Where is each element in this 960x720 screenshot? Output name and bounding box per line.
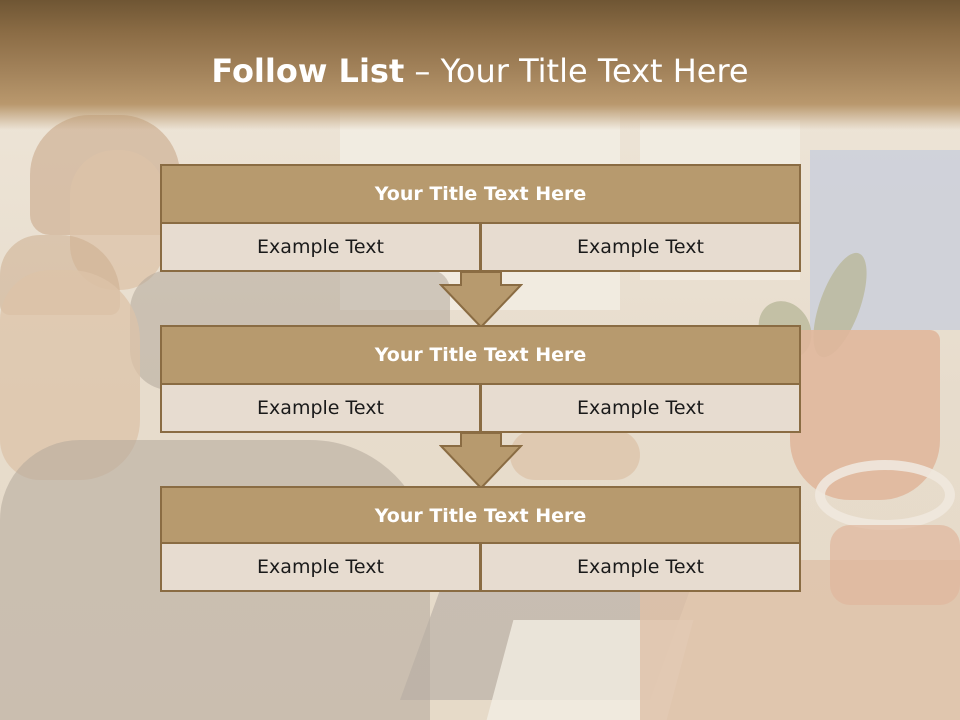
pot-base (830, 525, 960, 605)
hand (510, 430, 640, 480)
down-arrow-icon (439, 432, 523, 490)
step-title: Your Title Text Here (160, 325, 801, 385)
header-band (0, 0, 960, 130)
step-cell-right: Example Text (480, 222, 801, 272)
slide-title-rest: – Your Title Text Here (414, 52, 749, 90)
pot-ring (815, 460, 955, 530)
step-cell-left: Example Text (160, 222, 481, 272)
step-block-2: Your Title Text Here Example Text Exampl… (160, 325, 801, 433)
slide-title: Follow List – Your Title Text Here (0, 52, 960, 90)
step-block-3: Your Title Text Here Example Text Exampl… (160, 486, 801, 592)
slide-title-bold: Follow List (211, 52, 405, 90)
down-arrow-icon (439, 271, 523, 329)
step-cell-right: Example Text (480, 542, 801, 592)
step-title: Your Title Text Here (160, 486, 801, 546)
step-title: Your Title Text Here (160, 164, 801, 224)
step-block-1: Your Title Text Here Example Text Exampl… (160, 164, 801, 272)
step-cell-right: Example Text (480, 383, 801, 433)
step-cell-left: Example Text (160, 542, 481, 592)
step-cell-left: Example Text (160, 383, 481, 433)
